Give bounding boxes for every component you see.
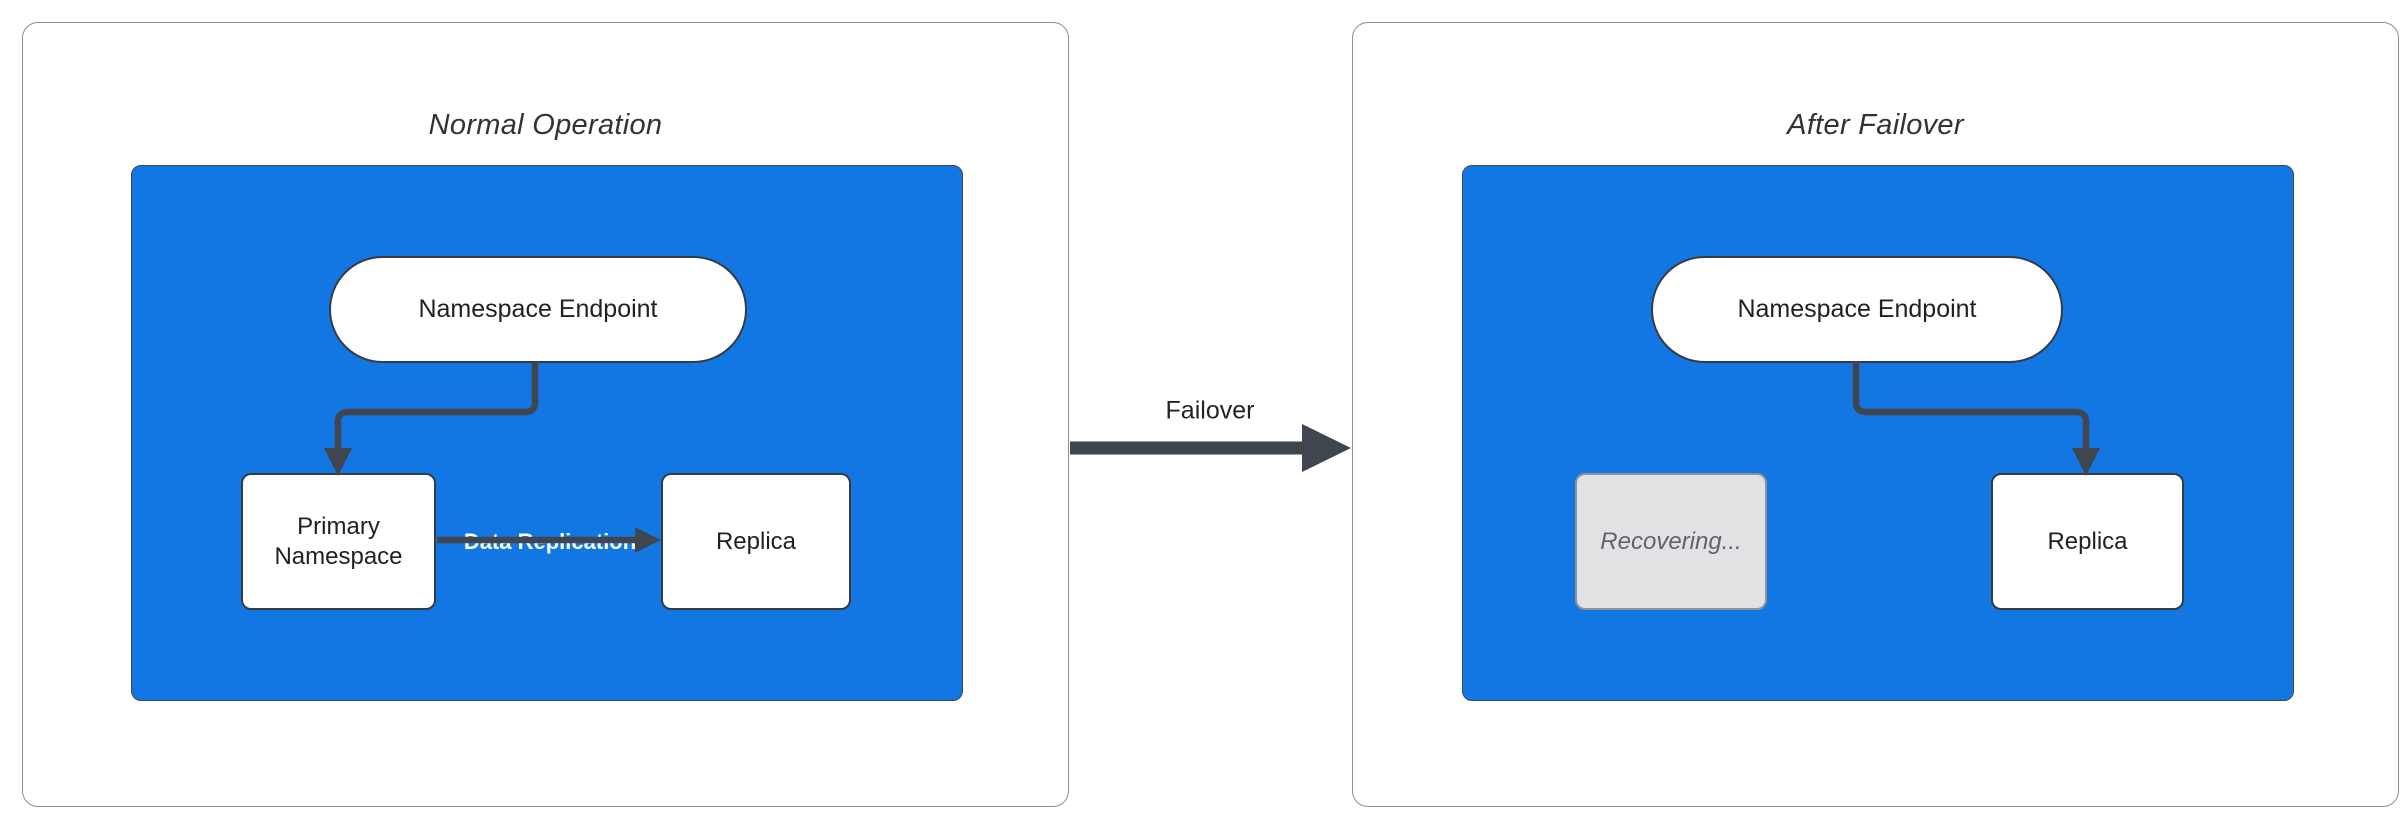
panel-title-after-failover: After Failover	[1787, 109, 1964, 141]
node-namespace-endpoint-normal: Namespace Endpoint	[329, 256, 747, 363]
node-replica-normal: Replica	[661, 473, 851, 610]
arrowhead-failover	[1302, 424, 1351, 472]
node-replica-failover: Replica	[1991, 473, 2184, 610]
panel-after-failover: After Failover Namespace Endpoint Recove…	[1352, 22, 2399, 807]
node-namespace-endpoint-failover: Namespace Endpoint	[1651, 256, 2063, 363]
node-primary-namespace: Primary Namespace	[241, 473, 436, 610]
panel-title-normal-operation: Normal Operation	[428, 109, 663, 141]
node-recovering: Recovering...	[1575, 473, 1767, 610]
edge-label-data-replication: Data Replication	[463, 529, 637, 554]
edge-label-failover: Failover	[1165, 396, 1255, 425]
cluster-normal-operation	[131, 165, 963, 701]
cluster-after-failover	[1462, 165, 2294, 701]
panel-normal-operation: Normal Operation Namespace Endpoint Prim…	[22, 22, 1069, 807]
